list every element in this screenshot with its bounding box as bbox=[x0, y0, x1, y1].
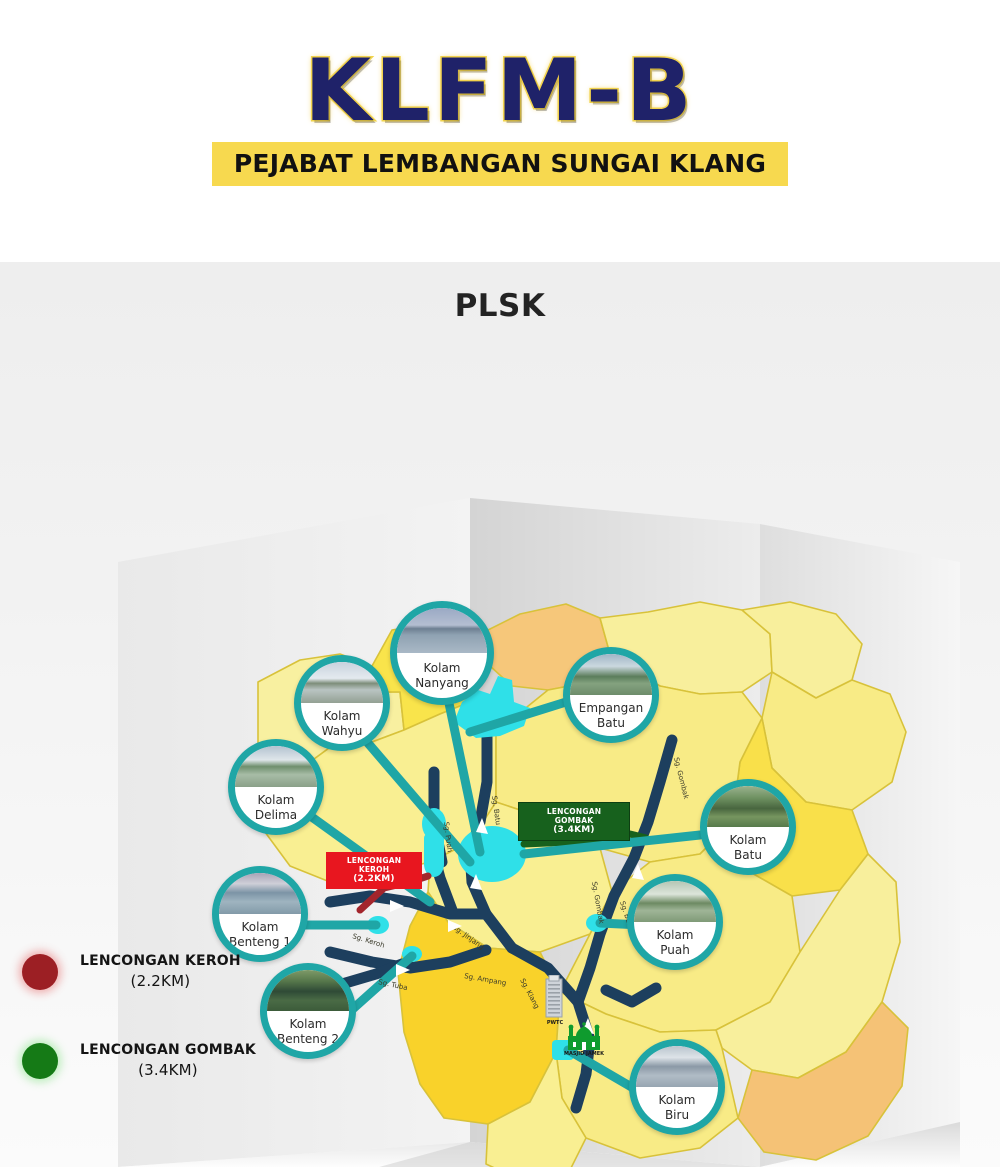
pin-label-kolam-puah: Kolam Puah bbox=[634, 922, 716, 963]
pin-kolam-delima[interactable]: Kolam Delima bbox=[228, 739, 324, 835]
pin-line1-kolam-nanyang: Kolam bbox=[423, 660, 461, 675]
pin-photo-kolam-biru bbox=[636, 1046, 718, 1087]
pin-kolam-nanyang[interactable]: Kolam Nanyang bbox=[390, 601, 494, 705]
corridor-label-gombak: LENCONGAN GOMBAK (3.4KM) bbox=[518, 802, 630, 841]
legend-swatch-gombak bbox=[22, 1042, 58, 1079]
pin-photo-kolam-wahyu bbox=[301, 662, 383, 703]
pin-line1-kolam-wahyu: Kolam bbox=[323, 708, 361, 723]
map-title: PLSK bbox=[454, 288, 546, 324]
pin-kolam-wahyu[interactable]: Kolam Wahyu bbox=[294, 655, 390, 751]
pin-line1-empangan-batu: Empangan bbox=[578, 700, 644, 715]
legend-distance-gombak: (3.4KM) bbox=[138, 1061, 198, 1080]
legend-label-keroh: LENCONGAN KEROH bbox=[80, 953, 241, 969]
pin-line2-kolam-delima: Delima bbox=[254, 807, 298, 822]
pin-label-kolam-wahyu: Kolam Wahyu bbox=[301, 703, 383, 744]
pin-line2-kolam-benteng-1: Benteng 1 bbox=[229, 934, 291, 949]
river-network bbox=[324, 726, 678, 1114]
pin-label-kolam-delima: Kolam Delima bbox=[235, 787, 317, 828]
pin-kolam-biru[interactable]: Kolam Biru bbox=[629, 1039, 725, 1135]
pin-kolam-benteng-1[interactable]: Kolam Benteng 1 bbox=[212, 866, 308, 962]
pin-photo-kolam-benteng-1 bbox=[219, 873, 301, 914]
legend-item-gombak: LENCONGAN GOMBAK (3.4KM) bbox=[22, 1041, 256, 1080]
corridor-label-keroh: LENCONGAN KEROH (2.2KM) bbox=[326, 852, 422, 889]
poi-masjid-jamek: MASJID JAMEK bbox=[562, 1022, 606, 1057]
pin-line2-kolam-wahyu: Wahyu bbox=[321, 723, 363, 738]
building-icon bbox=[545, 975, 563, 1018]
pin-label-kolam-benteng-2: Kolam Benteng 2 bbox=[267, 1011, 349, 1052]
pin-label-kolam-batu: Kolam Batu bbox=[707, 827, 789, 868]
header-banner: KLFM-B PEJABAT LEMBANGAN SUNGAI KLANG bbox=[0, 0, 1000, 262]
pin-line1-kolam-batu: Kolam bbox=[729, 832, 767, 847]
corridor-keroh-title: LENCONGAN KEROH bbox=[346, 856, 402, 874]
pin-line1-kolam-biru: Kolam bbox=[658, 1092, 696, 1107]
pin-label-kolam-benteng-1: Kolam Benteng 1 bbox=[219, 914, 301, 955]
pin-photo-kolam-batu bbox=[707, 786, 789, 827]
pin-photo-kolam-benteng-2 bbox=[267, 970, 349, 1011]
legend-swatch-keroh bbox=[22, 953, 58, 990]
pin-photo-kolam-puah bbox=[634, 881, 716, 922]
mosque-icon bbox=[568, 1022, 600, 1050]
pin-photo-kolam-nanyang bbox=[397, 608, 487, 653]
map-legend: LENCONGAN KEROH (2.2KM) LENCONGAN GOMBAK… bbox=[22, 952, 256, 1130]
logo-subtitle-banner: PEJABAT LEMBANGAN SUNGAI KLANG bbox=[211, 142, 789, 186]
pin-kolam-puah[interactable]: Kolam Puah bbox=[627, 874, 723, 970]
corridor-gombak-distance: (3.4KM) bbox=[553, 825, 595, 835]
pin-label-empangan-batu: Empangan Batu bbox=[570, 695, 652, 736]
legend-label-gombak: LENCONGAN GOMBAK bbox=[80, 1042, 256, 1059]
pin-line2-empangan-batu: Batu bbox=[597, 715, 625, 730]
logo-block: KLFM-B PEJABAT LEMBANGAN SUNGAI KLANG bbox=[0, 41, 1000, 186]
corridor-keroh-distance: (2.2KM) bbox=[353, 874, 395, 884]
pin-line2-kolam-biru: Biru bbox=[664, 1107, 690, 1122]
logo-title: KLFM-B bbox=[303, 41, 696, 141]
poi-pwtc-label: PWTC bbox=[546, 1020, 564, 1026]
pin-line1-kolam-delima: Kolam bbox=[257, 792, 295, 807]
pin-line1-kolam-benteng-2: Kolam bbox=[289, 1016, 327, 1031]
legend-text-keroh: LENCONGAN KEROH (2.2KM) bbox=[80, 952, 241, 991]
pin-photo-empangan-batu bbox=[570, 654, 652, 695]
pin-line2-kolam-benteng-2: Benteng 2 bbox=[277, 1031, 339, 1046]
corridor-gombak-title: LENCONGAN GOMBAK bbox=[546, 807, 602, 825]
river-label-sg-puah: Sg. Puah bbox=[442, 821, 454, 852]
legend-item-keroh: LENCONGAN KEROH (2.2KM) bbox=[22, 952, 256, 991]
poi-pwtc: PWTC bbox=[538, 975, 572, 1026]
map-panel: PLSK bbox=[0, 262, 1000, 1167]
pin-line2-kolam-puah: Puah bbox=[660, 942, 690, 957]
pin-label-kolam-biru: Kolam Biru bbox=[636, 1087, 718, 1128]
pin-line1-kolam-puah: Kolam bbox=[656, 927, 694, 942]
pin-kolam-batu[interactable]: Kolam Batu bbox=[700, 779, 796, 875]
pin-line2-kolam-batu: Batu bbox=[734, 847, 762, 862]
legend-distance-keroh: (2.2KM) bbox=[130, 971, 191, 990]
legend-text-gombak: LENCONGAN GOMBAK (3.4KM) bbox=[80, 1041, 256, 1080]
pin-kolam-benteng-2[interactable]: Kolam Benteng 2 bbox=[260, 963, 356, 1059]
pin-photo-kolam-delima bbox=[235, 746, 317, 787]
pin-line1-kolam-benteng-1: Kolam bbox=[241, 919, 279, 934]
pin-label-kolam-nanyang: Kolam Nanyang bbox=[397, 653, 487, 698]
poi-masjid-label: MASJID JAMEK bbox=[563, 1051, 605, 1057]
pin-line2-kolam-nanyang: Nanyang bbox=[415, 675, 469, 690]
pin-empangan-batu[interactable]: Empangan Batu bbox=[563, 647, 659, 743]
flow-arrows bbox=[390, 818, 644, 1034]
